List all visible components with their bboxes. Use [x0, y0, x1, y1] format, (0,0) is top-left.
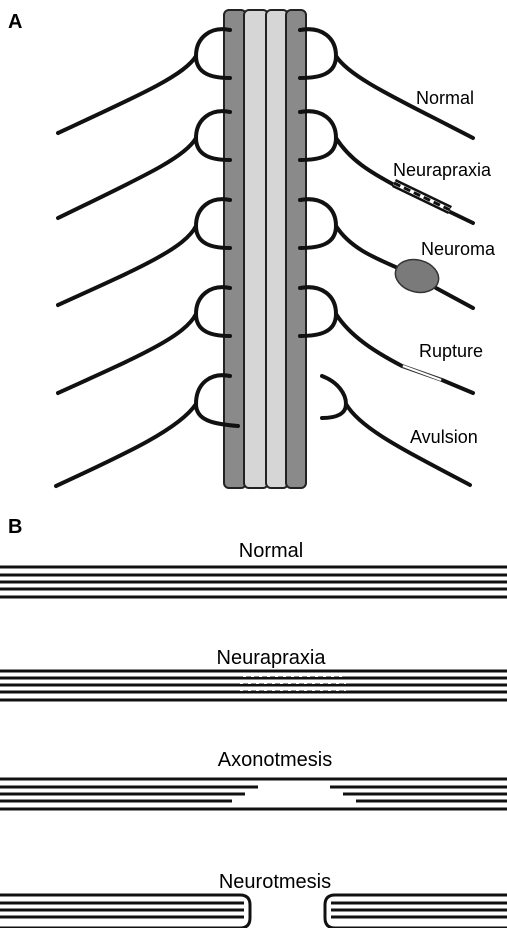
label-b-neurotmesis: Neurotmesis	[219, 871, 331, 893]
label-neuroma: Neuroma	[421, 239, 496, 259]
left-nerve-roots	[56, 29, 238, 486]
fibers-neurotmesis	[0, 895, 507, 928]
label-avulsion: Avulsion	[410, 427, 478, 447]
panel-a-letter: A	[8, 11, 22, 33]
label-b-normal: Normal	[239, 540, 303, 562]
right-root-normal	[300, 29, 473, 138]
left-root-2	[58, 111, 230, 218]
spinal-cord	[224, 10, 306, 488]
spinal-cord-center-right-strip	[266, 10, 288, 488]
label-b-neurapraxia: Neurapraxia	[217, 647, 327, 669]
fibers-normal	[0, 567, 507, 597]
left-root-4	[58, 287, 230, 393]
label-neurapraxia: Neurapraxia	[393, 160, 492, 180]
spinal-cord-center-left-strip	[244, 10, 268, 488]
neurapraxia-dashed-segment	[394, 183, 450, 210]
label-rupture: Rupture	[419, 341, 483, 361]
label-b-axonotmesis: Axonotmesis	[218, 749, 333, 771]
rupture-gap-inner	[403, 366, 441, 380]
neuroma-mass	[392, 255, 443, 297]
panel-b-letter: B	[8, 516, 22, 538]
left-root-3	[58, 199, 230, 305]
fibers-neurapraxia	[0, 671, 507, 700]
left-root-5	[56, 375, 238, 486]
label-normal: Normal	[416, 88, 474, 108]
fibers-axonotmesis	[0, 779, 507, 809]
